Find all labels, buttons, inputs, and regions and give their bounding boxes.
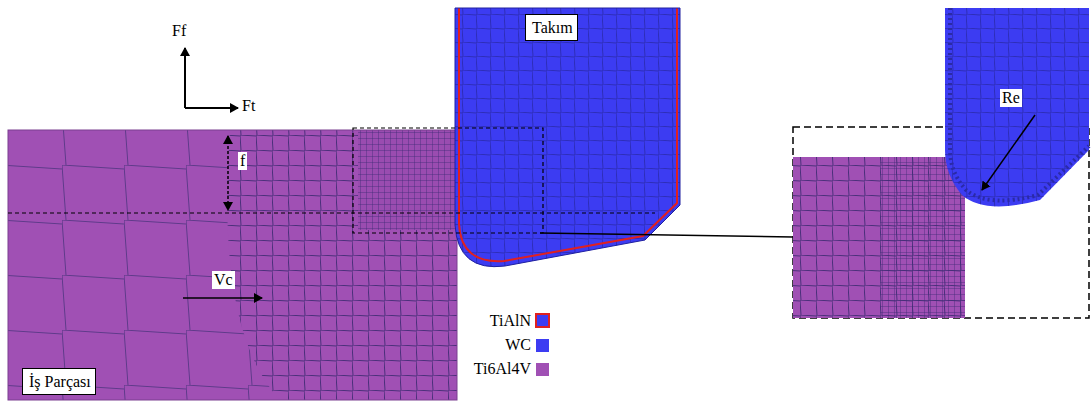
tialn-swatch [536, 314, 549, 327]
legend-row: WC [505, 336, 549, 354]
force-label: Ff [172, 22, 186, 40]
legend-swatch [536, 339, 549, 352]
legend-swatch [536, 363, 549, 376]
legend-text: WC [505, 336, 531, 354]
legend-text: Ti6Al4V [474, 360, 531, 378]
dimension-label: f [238, 152, 247, 170]
tool-label: Takım [525, 14, 578, 41]
force-label: Ft [242, 97, 255, 115]
legend-row: Ti6Al4V [474, 360, 549, 378]
radius-label: Re [1000, 89, 1022, 107]
box-text: İş Parçası [29, 373, 89, 391]
workpiece-label: İş Parçası [22, 368, 96, 395]
velocity-label: Vc [212, 271, 235, 289]
legend-row: TiAlN [490, 312, 531, 330]
legend-text: TiAlN [490, 312, 531, 330]
box-text: Takım [532, 19, 571, 37]
